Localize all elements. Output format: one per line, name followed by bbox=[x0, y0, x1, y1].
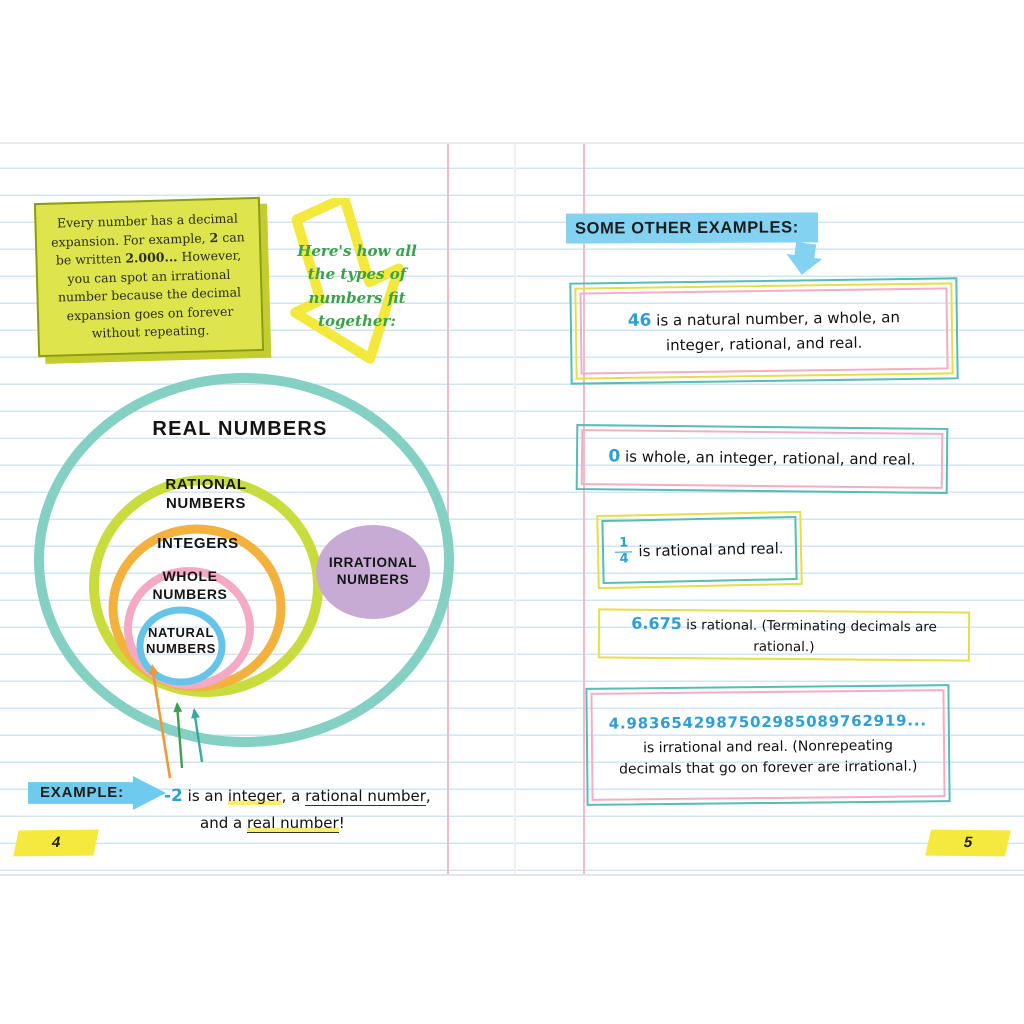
example-box-46-text: 46 is a natural number, a whole, an inte… bbox=[627, 308, 901, 354]
example-box-one-fourth-text: 1 4 is rational and real. bbox=[606, 521, 792, 579]
example-number-long-decimal: 4.9836542987502985089762919... bbox=[608, 711, 927, 733]
example-box-long-decimal-text: 4.9836542987502985089762919... is irrati… bbox=[608, 711, 927, 778]
example-number-0: 0 bbox=[608, 446, 621, 467]
integer-highlight: integer bbox=[227, 787, 282, 805]
rational-underline: rational number bbox=[305, 787, 426, 806]
margin-line-left-page bbox=[447, 144, 449, 874]
real-numbers-label: REAL NUMBERS bbox=[152, 418, 328, 440]
example-box-6675-text: 6.675 is rational. (Terminating decimals… bbox=[631, 613, 937, 656]
example-box-0: 0 is whole, an integer, rational, and re… bbox=[575, 424, 949, 494]
irrational-numbers-blob bbox=[316, 525, 430, 619]
margin-line-right-page bbox=[583, 144, 585, 874]
page-number-left: 4 bbox=[13, 829, 99, 857]
page-fold bbox=[514, 144, 516, 874]
rational-numbers-label: RATIONAL NUMBERS bbox=[165, 476, 247, 512]
natural-numbers-label: NATURAL NUMBERS bbox=[146, 625, 216, 657]
example-box-0-text: 0 is whole, an integer, rational, and re… bbox=[608, 446, 916, 469]
whole-numbers-circle bbox=[124, 567, 254, 689]
example-box-6675: 6.675 is rational. (Terminating decimals… bbox=[597, 608, 971, 662]
real-underline: real number bbox=[246, 813, 339, 833]
fraction-one-fourth: 1 4 bbox=[615, 535, 633, 567]
examples-header: SOME OTHER EXAMPLES: bbox=[565, 212, 819, 244]
example-number-6675: 6.675 bbox=[631, 613, 682, 633]
integers-label: INTEGERS bbox=[157, 535, 239, 552]
whole-numbers-label: WHOLE NUMBERS bbox=[152, 568, 228, 602]
note-box: Every number has a decimal expansion. Fo… bbox=[33, 196, 265, 357]
example-sentence: -2 is an integer, a rational number, and… bbox=[164, 782, 464, 836]
example-number-46: 46 bbox=[627, 310, 652, 331]
note-bold-decimal: 2.000... bbox=[125, 249, 178, 266]
example-sentence-line1: -2 is an integer, a rational number, bbox=[164, 786, 431, 806]
example-box-one-fourth: 1 4 is rational and real. bbox=[596, 510, 803, 590]
number-sets-venn-diagram bbox=[34, 373, 454, 747]
example-sentence-line2: and a real number! bbox=[200, 813, 345, 833]
real-numbers-circle bbox=[34, 373, 454, 747]
rational-numbers-circle bbox=[89, 475, 323, 697]
example-box-long-decimal: 4.9836542987502985089762919... is irrati… bbox=[585, 684, 951, 806]
example-number: -2 bbox=[164, 786, 183, 806]
intro-caption: Here's how all the types of numbers fit … bbox=[297, 242, 417, 330]
example-box-46: 46 is a natural number, a whole, an inte… bbox=[569, 277, 959, 385]
page-number-right: 5 bbox=[925, 829, 1011, 857]
big-down-arrow-icon bbox=[290, 198, 404, 364]
irrational-numbers-label: IRRATIONAL NUMBERS bbox=[328, 555, 418, 587]
example-pointer-arrows-icon bbox=[148, 664, 204, 779]
natural-numbers-circle bbox=[136, 606, 226, 686]
